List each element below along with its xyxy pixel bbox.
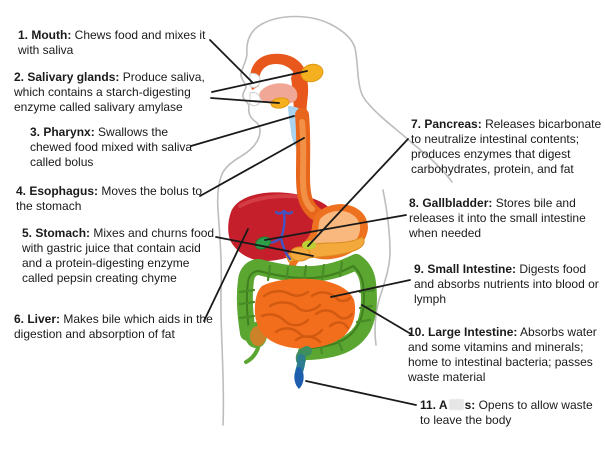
- label-small-intestine-term: 9. Small Intestine:: [414, 262, 517, 276]
- label-small-intestine-desc: Digests food and absorbs nutrients into …: [414, 262, 599, 306]
- label-gallbladder-term: 8. Gallbladder:: [409, 196, 493, 210]
- leader-line-pancreas: [307, 138, 409, 247]
- label-pancreas: 7. Pancreas: Releases bicarbonate to neu…: [411, 117, 605, 177]
- leader-line-esophagus: [199, 137, 305, 197]
- liver-highlight: [238, 194, 302, 208]
- label-mouth: 1. Mouth: Chews food and mixes it with s…: [18, 28, 230, 58]
- label-liver-desc: Makes bile which aids in the digestion a…: [14, 312, 213, 341]
- anus-shape: [294, 372, 304, 389]
- right-torso-outline: [374, 189, 391, 346]
- palate-shape: [250, 53, 307, 90]
- lower-teeth-shape: [249, 92, 261, 107]
- label-salivary-glands-term: 2. Salivary glands:: [14, 70, 120, 84]
- leader-line-liver: [203, 228, 249, 322]
- label-stomach: 5. Stomach: Mixes and churns food with g…: [22, 226, 222, 286]
- head-shoulder-outline: [261, 15, 453, 183]
- label-pancreas-term: 7. Pancreas:: [411, 117, 482, 131]
- label-stomach-term: 5. Stomach:: [22, 226, 91, 240]
- leader-line-mouth: [209, 39, 254, 84]
- label-pharynx-desc: Swallows the chewed food mixed with sali…: [30, 125, 193, 169]
- label-small-intestine: 9. Small Intestine: Digests food and abs…: [414, 262, 605, 307]
- label-anus: 11. A s: Opens to allow waste to leave th…: [420, 398, 598, 428]
- label-pharynx: 3. Pharynx: Swallows the chewed food mix…: [30, 125, 205, 170]
- leader-line-large-intestine: [361, 304, 412, 335]
- label-stomach-desc: Mixes and churns food with gastric juice…: [22, 226, 215, 285]
- small-intestine-shape: [254, 278, 356, 349]
- small-intestine-coils: [260, 290, 354, 344]
- label-pharynx-term: 3. Pharynx:: [30, 125, 95, 139]
- leader-line-stomach: [215, 236, 314, 257]
- leader-line-small-intestine: [330, 279, 411, 298]
- label-salivary-glands: 2. Salivary glands: Produce saliva, whic…: [14, 70, 224, 115]
- label-anus-desc: Opens to allow waste to leave the body: [420, 398, 593, 427]
- label-large-intestine-desc: Absorbs water and some vitamins and mine…: [408, 325, 597, 384]
- label-liver: 6. Liver: Makes bile which aids in the d…: [14, 312, 214, 342]
- body-outline: [216, 15, 453, 426]
- label-esophagus: 4. Esophagus: Moves the bolus to the sto…: [16, 184, 211, 214]
- label-esophagus-desc: Moves the bolus to the stomach: [16, 184, 203, 213]
- label-mouth-desc: Chews food and mixes it with saliva: [18, 28, 206, 57]
- label-large-intestine: 10. Large Intestine: Absorbs water and s…: [408, 325, 605, 385]
- face-profile-outline: [216, 23, 263, 426]
- rectum-shape: [294, 346, 312, 389]
- leader-line-salivary-submandibular: [210, 97, 280, 104]
- parotid-gland-shape: [300, 63, 324, 83]
- leader-line-pharynx: [190, 115, 295, 147]
- label-liver-term: 6. Liver:: [14, 312, 61, 326]
- label-salivary-glands-desc: Produce saliva, which contains a starch-…: [14, 70, 205, 114]
- leader-lines: [190, 39, 417, 406]
- mouth-illustration: [249, 53, 324, 150]
- label-gallbladder: 8. Gallbladder: Stores bile and releases…: [409, 196, 599, 241]
- label-anus-term-post: s:: [464, 398, 476, 412]
- label-anus-term-pre: 11. A: [420, 398, 448, 412]
- submandibular-gland-shape: [270, 97, 290, 109]
- leader-line-salivary-parotid: [211, 70, 308, 93]
- appendix-shape: [244, 346, 260, 364]
- censored-text-box: [448, 399, 464, 410]
- label-gallbladder-desc: Stores bile and releases it into the sma…: [409, 196, 586, 240]
- leader-line-gallbladder: [264, 214, 407, 241]
- leader-line-anus: [305, 380, 417, 406]
- label-mouth-term: 1. Mouth:: [18, 28, 72, 42]
- label-esophagus-term: 4. Esophagus:: [16, 184, 99, 198]
- label-pancreas-desc: Releases bicarbonate to neutralize intes…: [411, 117, 602, 176]
- label-large-intestine-term: 10. Large Intestine:: [408, 325, 518, 339]
